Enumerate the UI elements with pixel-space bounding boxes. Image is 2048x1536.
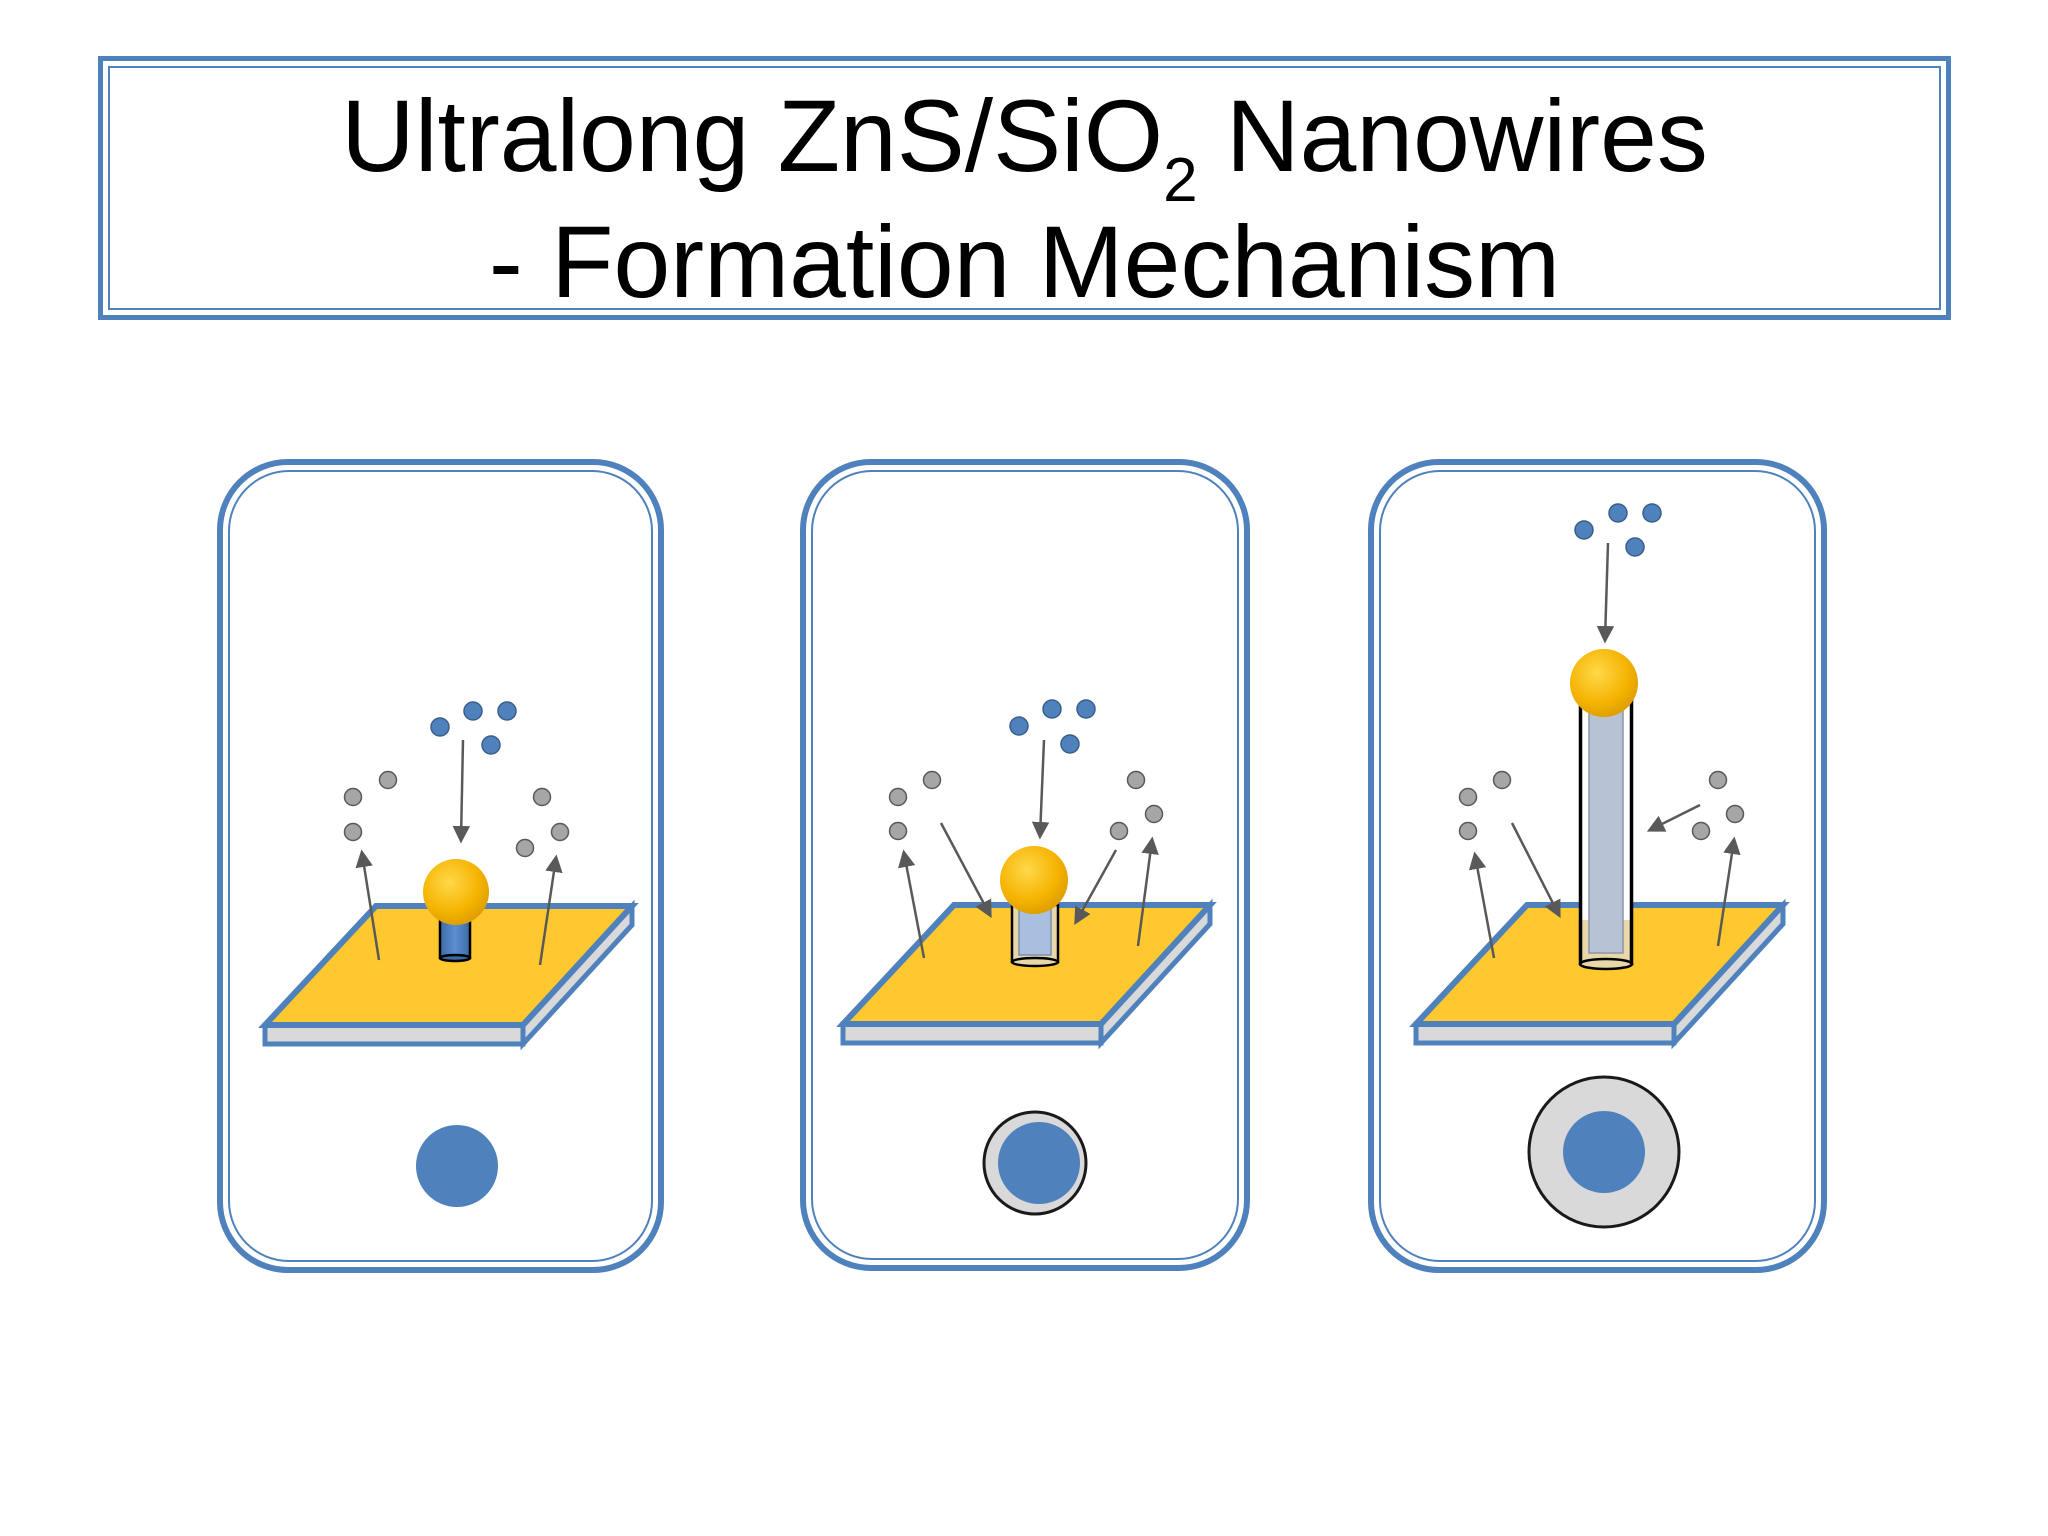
sio2-arrow-left-in: [1510, 822, 1561, 919]
substrate: [258, 899, 639, 1051]
au-catalyst: [1570, 649, 1638, 717]
title-box: Ultralong ZnS/SiO2 Nanowires - Formation…: [98, 56, 1951, 320]
sio2-arrow-left-up: [1468, 851, 1496, 959]
zns-particles: [1009, 699, 1096, 754]
au-catalyst: [1000, 846, 1068, 914]
substrate-top: [258, 903, 639, 1028]
zns-arrow: [452, 739, 471, 844]
zns-particles: [1574, 503, 1662, 557]
sio2-arrow-right-up: [1136, 836, 1159, 947]
sio2-particles-right: [1691, 770, 1745, 841]
sio2-particles-right: [515, 787, 570, 858]
zns-core: [1588, 699, 1624, 954]
panel-stage-1: [217, 459, 664, 1273]
sio2-particles-right: [1109, 770, 1164, 841]
panel-stage-3: [1368, 459, 1827, 1273]
zns-arrow: [1596, 542, 1615, 644]
panel-frame-inner: [228, 470, 653, 1262]
sio2-arrow-right-in: [1646, 803, 1701, 832]
sio2-particles-left: [888, 770, 942, 841]
sio2-arrow-right: [538, 854, 563, 966]
sio2-arrow-right-up: [1716, 836, 1741, 947]
sio2-shell-base: [1010, 956, 1060, 968]
sio2-particles-left: [1458, 770, 1512, 841]
sio2-arrow-left-up: [898, 849, 926, 959]
sio2-shell-base: [1578, 957, 1634, 971]
zns-core-base: [438, 953, 472, 963]
panel-frame-inner: [1379, 470, 1816, 1262]
zns-arrow: [1031, 739, 1050, 840]
panel-frame-inner: [811, 470, 1239, 1260]
sio2-arrow-left-in: [939, 822, 992, 919]
cross-section-core: [1563, 1111, 1645, 1193]
panel-stage-2: [800, 459, 1250, 1271]
cross-section-core: [416, 1125, 498, 1207]
sio2-particles-left: [343, 770, 398, 842]
zns-particles: [430, 701, 517, 755]
au-catalyst: [423, 859, 489, 925]
cross-section-core: [998, 1122, 1080, 1204]
sio2-arrow-left: [355, 849, 381, 961]
sio2-arrow-right-in: [1074, 849, 1118, 926]
